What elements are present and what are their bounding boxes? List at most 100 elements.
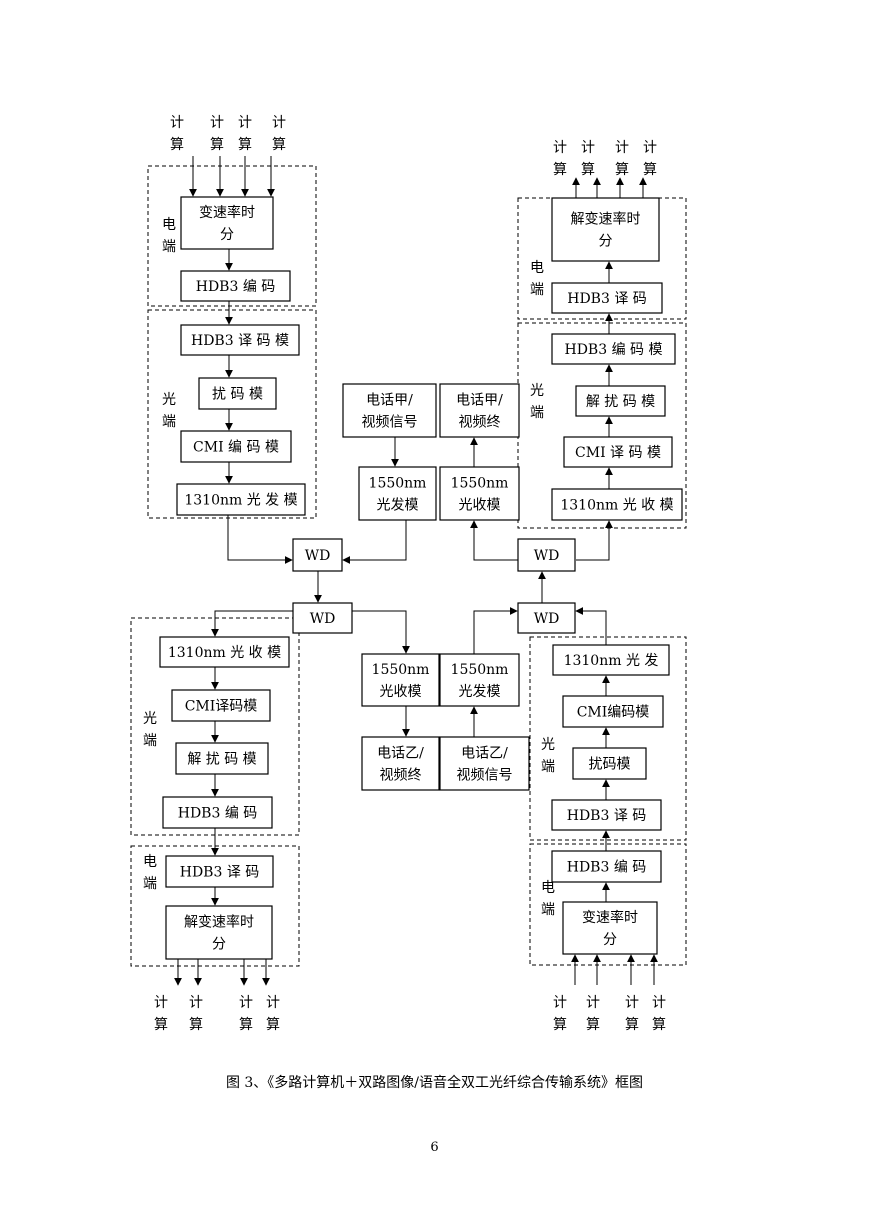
computer-input-label-bottom: 算 — [553, 1017, 567, 1033]
computer-input-label: 计算 — [210, 115, 224, 153]
computer-input-label: 计算 — [586, 995, 600, 1033]
computer-input-label-bottom: 算 — [586, 1017, 600, 1033]
computer-output-label: 计算 — [615, 140, 629, 178]
box-label: HDB3 译 码 — [567, 291, 647, 307]
electrical-end-label-top: 电 — [143, 854, 157, 870]
computer-output-label-bottom: 算 — [615, 162, 629, 178]
box-label: WD — [534, 548, 560, 564]
optical-end-label: 光端 — [530, 383, 544, 421]
box-label: HDB3 译 码 模 — [191, 333, 289, 349]
optical-end-label: 光端 — [541, 737, 555, 775]
box-label: 电话甲/ — [366, 393, 413, 409]
optical-end-label-bottom: 端 — [530, 405, 544, 421]
box-label: 解 扰 码 模 — [586, 394, 655, 410]
computer-output-label: 计算 — [581, 140, 595, 178]
box-frame — [159, 636, 290, 668]
computer-input-label-top: 计 — [553, 995, 567, 1011]
box-bl-hdb3-enc: HDB3 编 码 — [162, 796, 273, 829]
box-label: 1550nm — [369, 476, 427, 492]
box-label: HDB3 编 码 — [178, 806, 258, 822]
box-bl-cmi-dec: CMI译码模 — [171, 689, 271, 722]
box-frame — [517, 538, 576, 572]
computer-input-label-bottom: 算 — [238, 137, 252, 153]
box-frame — [551, 850, 662, 883]
group-frame — [147, 165, 317, 307]
box-label: 光收模 — [380, 684, 422, 700]
box-frame — [358, 466, 437, 521]
box-label: HDB3 译 码 — [567, 808, 647, 824]
box-frame — [165, 855, 274, 888]
computer-output-label: 计算 — [154, 995, 168, 1033]
box-label: 解变速率时 — [184, 914, 254, 931]
box-frame — [517, 602, 576, 634]
electrical-end-label: 电端 — [541, 880, 555, 918]
box-frame — [342, 383, 437, 438]
computer-output-label-top: 计 — [189, 995, 203, 1011]
computer-output-label-bottom: 算 — [239, 1017, 253, 1033]
electrical-end-label-bottom: 端 — [541, 902, 555, 918]
electrical-end-label: 电端 — [143, 854, 157, 892]
box-label: 变速率时 — [199, 204, 255, 221]
computer-input-label-top: 计 — [625, 995, 639, 1011]
box-label: 视频终 — [380, 768, 422, 784]
group-frame — [147, 309, 317, 519]
box-label: 光发模 — [459, 684, 501, 700]
computer-output-label: 计算 — [553, 140, 567, 178]
box-label: 视频信号 — [457, 768, 513, 784]
signal-connector — [470, 520, 518, 561]
optical-end-label: 光端 — [162, 392, 176, 430]
box-frame — [180, 430, 292, 463]
optical-end-label-top: 光 — [162, 392, 176, 408]
box-tl-cmi-enc: CMI 编 码 模 — [180, 430, 292, 463]
box-tl-tx1310: 1310nm 光 发 模 — [176, 483, 306, 516]
electrical-end-label-bottom: 端 — [162, 239, 176, 255]
box-label: 分 — [603, 932, 617, 948]
box-label: 变速率时 — [582, 909, 638, 926]
box-frame — [171, 689, 271, 722]
electrical-end-label-top: 电 — [541, 880, 555, 896]
box-wd-3: WD — [292, 602, 353, 634]
box-label: 分 — [599, 234, 613, 250]
box-frame — [551, 197, 660, 262]
computer-input-label-top: 计 — [210, 115, 224, 131]
computer-input-label: 计算 — [238, 115, 252, 153]
box-bl-descramble: 解 扰 码 模 — [175, 742, 269, 775]
page-number: 6 — [430, 1140, 439, 1155]
box-frame — [572, 747, 647, 780]
box-bl-hdb3-dec: HDB3 译 码 — [165, 855, 274, 888]
box-frame — [176, 483, 306, 516]
computer-output-label-bottom: 算 — [643, 162, 657, 178]
box-br-hdb3-enc: HDB3 编 码 — [551, 850, 662, 883]
box-tl-hdb3-enc: HDB3 编 码 — [180, 270, 291, 302]
signal-connector — [575, 607, 607, 645]
computer-output-label: 计算 — [189, 995, 203, 1033]
signal-connector — [227, 515, 293, 564]
box-frame — [180, 270, 291, 302]
signal-connector — [473, 607, 518, 654]
box-frame — [551, 282, 663, 314]
computer-output-label-bottom: 算 — [266, 1017, 280, 1033]
computer-input-label: 计算 — [272, 115, 286, 153]
box-label: 光收模 — [459, 498, 501, 514]
box-frame — [292, 538, 343, 572]
electrical-end-label-bottom: 端 — [143, 876, 157, 892]
box-label: HDB3 编 码 — [196, 279, 276, 295]
optical-end-label-top: 光 — [530, 383, 544, 399]
computer-output-label-top: 计 — [239, 995, 253, 1011]
computer-output-label-bottom: 算 — [581, 162, 595, 178]
electrical-end-label-bottom: 端 — [530, 282, 544, 298]
computer-output-label-bottom: 算 — [189, 1017, 203, 1033]
optical-end-label: 光端 — [143, 711, 157, 749]
box-frame — [562, 695, 664, 728]
box-wd-4: WD — [517, 602, 576, 634]
box-frame — [575, 385, 666, 417]
computer-output-label-top: 计 — [615, 140, 629, 156]
computer-output-label-top: 计 — [553, 140, 567, 156]
box-tr-descramble: 解 扰 码 模 — [575, 385, 666, 417]
box-tr-cmi-dec: CMI 译 码 模 — [563, 436, 673, 468]
